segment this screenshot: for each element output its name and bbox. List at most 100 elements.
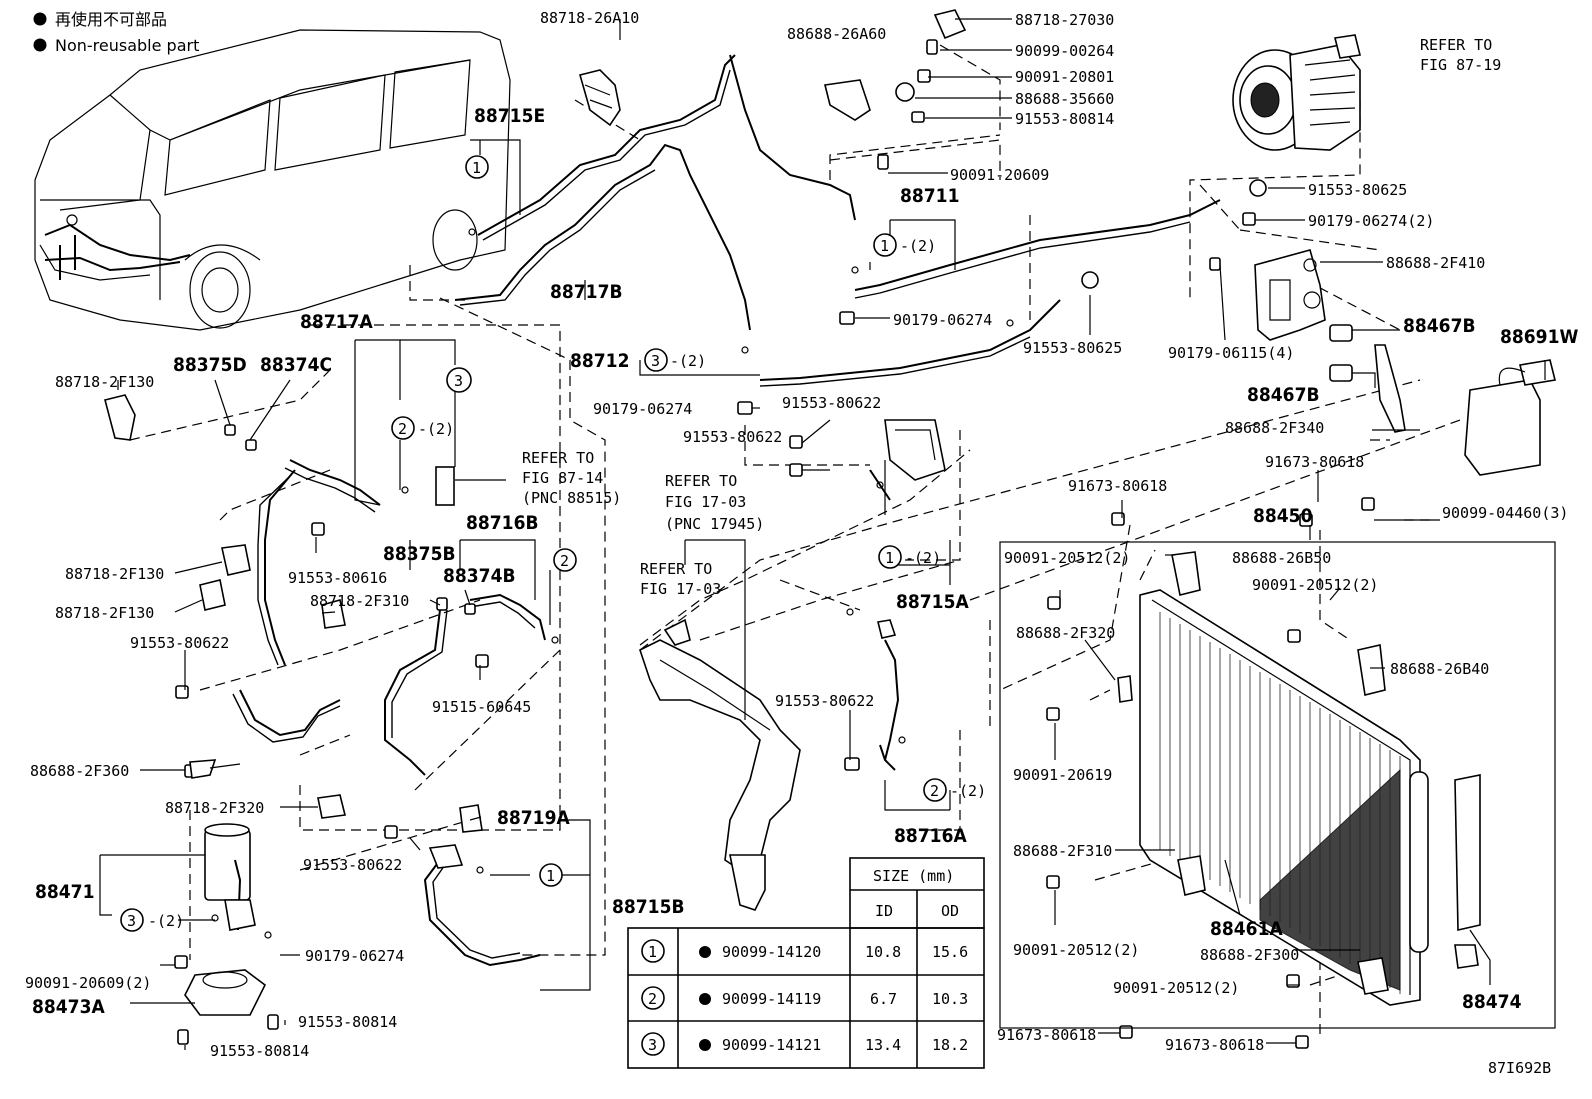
- svg-text:13.4: 13.4: [865, 1036, 901, 1054]
- label-88688-26B50: 88688-26B50: [1232, 549, 1331, 567]
- label-88688-2F410: 88688-2F410: [1386, 254, 1485, 272]
- svg-text:2: 2: [560, 552, 569, 570]
- svg-text:90099-14120: 90099-14120: [722, 943, 821, 961]
- label-88716B: 88716B: [466, 512, 539, 534]
- small-parts: [104, 9, 1556, 1049]
- callout-3: 3: [446, 367, 472, 393]
- label-91553-80622: 91553-80622: [130, 634, 229, 652]
- label-88375B: 88375B: [383, 543, 456, 565]
- label-88719A: 88719A: [497, 807, 570, 829]
- svg-text:-(2): -(2): [670, 352, 706, 370]
- label-90091-20512-2: 90091-20512(2): [1113, 979, 1239, 997]
- compressor: [1232, 34, 1361, 151]
- label-90099-00264: 90099-00264: [1015, 42, 1114, 60]
- label-91673-80618: 91673-80618: [1165, 1036, 1264, 1054]
- legend: 再使用不可部品 Non-reusable part: [33, 10, 199, 55]
- svg-text:3: 3: [648, 1036, 657, 1054]
- label-90091-20512-2: 90091-20512(2): [1004, 549, 1130, 567]
- label-88688-2F320: 88688-2F320: [1016, 624, 1115, 642]
- label-90091-20512-2: 90091-20512(2): [1013, 941, 1139, 959]
- svg-text:3: 3: [127, 912, 136, 930]
- condenser-assembly: [999, 541, 1556, 1029]
- label-88688-2F310: 88688-2F310: [1013, 842, 1112, 860]
- svg-text:3: 3: [651, 352, 660, 370]
- label-91553-80814: 91553-80814: [298, 1013, 397, 1031]
- o-ring-table: SIZE (mm) ID OD 1 90099-14120 10.8 15.6 …: [627, 857, 985, 1069]
- legend-en: Non-reusable part: [55, 36, 199, 55]
- callout-2: 2-(2): [391, 416, 454, 440]
- label-88716A: 88716A: [894, 825, 967, 847]
- label-88688-2F340: 88688-2F340: [1225, 419, 1324, 437]
- svg-text:2: 2: [930, 782, 939, 800]
- label-88467B: 88467B: [1403, 315, 1476, 337]
- label-90091-20512-2: 90091-20512(2): [1252, 576, 1378, 594]
- label-88691W: 88691W: [1500, 326, 1578, 348]
- label-90179-06115-4: 90179-06115(4): [1168, 344, 1294, 362]
- svg-text:1: 1: [885, 549, 894, 567]
- part-labels: 88718-26A10 88715E 88717B 88688-26A60 88…: [25, 9, 1578, 1077]
- callout-1: 1: [465, 155, 489, 179]
- label-88688-2F360: 88688-2F360: [30, 762, 129, 780]
- label-88374B: 88374B: [443, 565, 516, 587]
- label-88718-2F130: 88718-2F130: [55, 373, 154, 391]
- label-91553-80814: 91553-80814: [1015, 110, 1114, 128]
- callout-2: 2: [553, 548, 577, 572]
- label-91673-80618: 91673-80618: [1068, 477, 1167, 495]
- label-88715A: 88715A: [896, 591, 969, 613]
- table-header-id: ID: [875, 902, 893, 920]
- harness-bracket: [639, 618, 801, 911]
- callout-3: 3-(2): [120, 908, 184, 932]
- label-refer-17-03-fig: FIG 17-03: [665, 493, 746, 511]
- label-88688-2F300: 88688-2F300: [1200, 946, 1299, 964]
- svg-text:-(2): -(2): [418, 420, 454, 438]
- svg-text:1: 1: [648, 943, 657, 961]
- label-91553-80622: 91553-80622: [683, 428, 782, 446]
- callout-1: 1 -(2): [878, 545, 941, 569]
- label-91673-80618: 91673-80618: [1265, 453, 1364, 471]
- label-91553-80625: 91553-80625: [1023, 339, 1122, 357]
- label-88688-35660: 88688-35660: [1015, 90, 1114, 108]
- label-90179-06274-2: 90179-06274(2): [1308, 212, 1434, 230]
- callout-1: 1: [539, 863, 563, 887]
- label-88715B: 88715B: [612, 896, 685, 918]
- label-refer-17-03-fig: FIG 17-03: [640, 580, 721, 598]
- label-refer-87-14-pnc: (PNC 88515): [522, 489, 621, 507]
- svg-text:15.6: 15.6: [932, 943, 968, 961]
- table-row: 1 90099-14120 10.8 15.6: [641, 939, 968, 963]
- label-88718-2F130: 88718-2F130: [65, 565, 164, 583]
- label-90099-04460-3: 90099-04460(3): [1442, 504, 1568, 522]
- svg-text:-(2): -(2): [905, 549, 941, 567]
- label-88718-26A10: 88718-26A10: [540, 9, 639, 27]
- label-refer-87-14-fig: FIG 87-14: [522, 469, 603, 487]
- label-88471: 88471: [35, 881, 94, 903]
- label-refer-87-14: REFER TO: [522, 449, 594, 467]
- legend-jp: 再使用不可部品: [55, 10, 167, 29]
- label-90091-20609-2: 90091-20609(2): [25, 974, 151, 992]
- label-90091-20609: 90091-20609: [950, 166, 1049, 184]
- label-90179-06274: 90179-06274: [593, 400, 692, 418]
- svg-text:90099-14119: 90099-14119: [722, 990, 821, 1008]
- label-90179-06274: 90179-06274: [893, 311, 992, 329]
- label-88717A: 88717A: [300, 311, 373, 333]
- label-88711: 88711: [900, 185, 959, 207]
- label-88718-27030: 88718-27030: [1015, 11, 1114, 29]
- svg-text:1: 1: [546, 867, 555, 885]
- label-88474: 88474: [1462, 991, 1522, 1013]
- label-refer-17-03: REFER TO: [640, 560, 712, 578]
- label-88715E: 88715E: [474, 105, 545, 127]
- label-90091-20801: 90091-20801: [1015, 68, 1114, 86]
- label-88718-2F320: 88718-2F320: [165, 799, 264, 817]
- label-91673-80618: 91673-80618: [997, 1026, 1096, 1044]
- callout-3: 3 -(2): [644, 348, 706, 372]
- van-illustration: [34, 29, 511, 331]
- svg-text:10.8: 10.8: [865, 943, 901, 961]
- label-91553-80814: 91553-80814: [210, 1042, 309, 1060]
- label-88688-26A60: 88688-26A60: [787, 25, 886, 43]
- svg-text:2: 2: [648, 990, 657, 1008]
- callout-1: 1-(2): [873, 233, 936, 257]
- svg-text:18.2: 18.2: [932, 1036, 968, 1054]
- label-refer-87-19-fig: FIG 87-19: [1420, 56, 1501, 74]
- label-91553-80625: 91553-80625: [1308, 181, 1407, 199]
- o-ring-callouts: 1 1-(2) 3-(2) 3 2-(2) 2 1-(2) 2-(2) 1 3-…: [120, 155, 986, 932]
- label-88712: 88712: [570, 350, 629, 372]
